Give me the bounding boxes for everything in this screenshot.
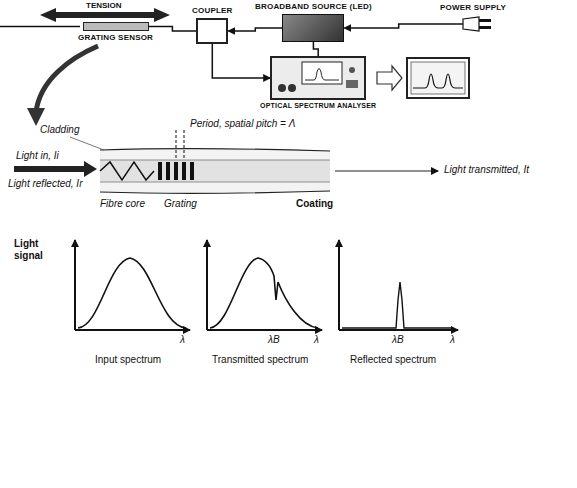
zoom-arrow — [36, 46, 98, 112]
annotation: Cladding — [40, 124, 79, 136]
node-label: GRATING SENSOR — [78, 33, 153, 43]
spectrum-graphs — [75, 240, 458, 330]
analyser-face — [272, 58, 364, 98]
power-plug: POWER SUPPLY — [440, 3, 506, 33]
node-label: POWER SUPPLY — [440, 3, 506, 13]
annotation: λ — [314, 334, 319, 346]
source-shape — [282, 14, 344, 42]
annotation: TENSION — [86, 0, 122, 12]
node-label: OPTICAL SPECTRUM ANALYSER — [260, 101, 376, 110]
output-arrow — [377, 66, 402, 90]
light-out-arrow — [335, 170, 438, 171]
annotation: Light transmitted, It — [444, 164, 529, 176]
annotation: Transmitted spectrum — [212, 354, 308, 366]
fibre-connector — [149, 27, 197, 32]
coupler-box: COUPLER — [192, 6, 233, 44]
node-label: COUPLER — [192, 6, 233, 16]
plug-shape — [453, 15, 493, 33]
light-in-arrow — [14, 161, 97, 177]
annotation: Fibre core — [100, 198, 145, 210]
node-label: BROADBAND SOURCE (LED) — [255, 2, 372, 12]
zoom-arrowhead — [27, 108, 45, 126]
annotation: Grating — [164, 198, 197, 210]
fibre-connector — [344, 24, 453, 28]
fibre-section — [70, 130, 330, 193]
fibre-connector — [228, 28, 282, 31]
annotation: Reflected spectrum — [350, 354, 436, 366]
annotation: λB — [268, 334, 280, 346]
sensor-shape — [83, 22, 149, 31]
annotation: Period, spatial pitch = Λ — [190, 118, 295, 130]
fibre-line — [0, 26, 80, 28]
light-source: BROADBAND SOURCE (LED) — [255, 2, 372, 42]
annotation: Light reflected, Ir — [8, 178, 82, 190]
coupler-shape — [196, 18, 228, 44]
annotation: λ — [450, 334, 455, 346]
annotation: Coating — [296, 198, 333, 210]
plug-symbol — [453, 15, 493, 33]
annotation: λ — [180, 334, 185, 346]
annotation: λB — [392, 334, 404, 346]
annotation: Light in, Ii — [16, 150, 59, 162]
osa-shape — [270, 56, 366, 100]
annotation: Input spectrum — [95, 354, 161, 366]
fibre-connector — [313, 42, 318, 56]
display-screen — [407, 58, 469, 98]
grating-sensor: GRATING SENSOR — [78, 22, 153, 43]
spectrum-analyser: OPTICAL SPECTRUM ANALYSER — [260, 56, 376, 110]
annotation: Light signal — [14, 238, 66, 262]
fibre-connector — [212, 44, 270, 78]
tension-arrow — [40, 8, 170, 22]
